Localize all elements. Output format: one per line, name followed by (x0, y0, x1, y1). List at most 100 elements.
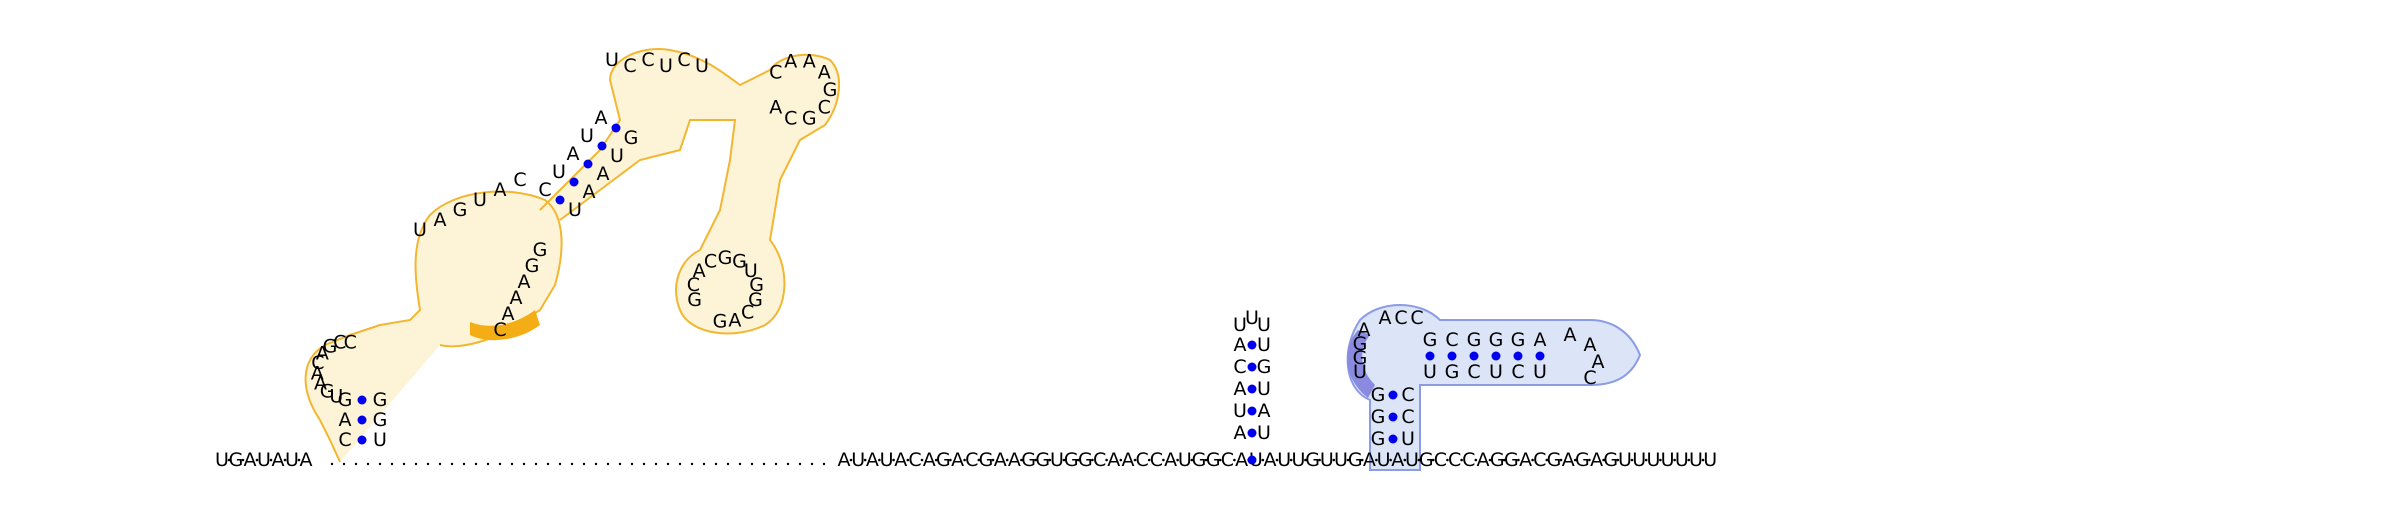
orange-loop-base: C (769, 61, 782, 83)
backbone-link (606, 462, 610, 466)
backbone-link (642, 462, 646, 466)
backbone-link (474, 462, 478, 466)
orange-helix-base: C (338, 429, 351, 451)
orange-loop-base: C (704, 250, 717, 272)
orange-loop-base: A (803, 50, 816, 72)
base-pair-dot (1247, 406, 1257, 416)
orange-loop-base: A (769, 97, 782, 119)
backbone-nucleotide: A (994, 449, 1007, 471)
backbone-link (798, 462, 802, 466)
blue-vertical-right-base: U (1401, 428, 1415, 450)
backbone-link (1233, 458, 1236, 462)
backbone-nucleotide: U (257, 449, 271, 471)
backbone-link (1616, 458, 1620, 462)
backbone-link (522, 462, 526, 466)
backbone-link (1531, 458, 1534, 462)
backbone-link (1389, 458, 1392, 462)
orange-loop-base: G (749, 274, 764, 296)
backbone-nucleotide: A (951, 449, 964, 471)
backbone-nucleotide: U (1661, 449, 1675, 471)
backbone-nucleotide: G (1348, 449, 1363, 471)
blue-stem-top-base: C (1445, 329, 1458, 351)
backbone-nucleotide: A (1122, 449, 1135, 471)
backbone-nucleotide: A (838, 449, 851, 471)
backbone-link (378, 462, 382, 466)
orange-loop-base: G (823, 79, 838, 101)
orange-loop-base: G (748, 289, 763, 311)
blue-loop-base: A (1564, 324, 1577, 346)
backbone-nucleotide: A (1391, 449, 1404, 471)
orange-helix-base: G (525, 255, 540, 277)
backbone-link (849, 458, 853, 462)
backbone-link (920, 458, 924, 462)
backbone-nucleotide: U (851, 449, 865, 471)
orange-loop-base: A (728, 309, 741, 331)
blue-stem-bottom-base: U (1423, 361, 1437, 383)
backbone-link (462, 462, 466, 466)
backbone-nucleotide: A (300, 449, 313, 471)
backbone-nucleotide: U (1178, 449, 1192, 471)
backbone-link (949, 458, 952, 462)
backbone-nucleotide: G (979, 449, 994, 471)
backbone-link (498, 462, 502, 466)
backbone-link (1332, 458, 1336, 462)
backbone-link (762, 462, 766, 466)
backbone-link (1289, 458, 1293, 462)
blue-stem-top-base: G (1423, 329, 1438, 351)
backbone-nucleotide: C (1150, 449, 1163, 471)
backbone-nucleotide: A (1562, 449, 1575, 471)
backbone-nucleotide: U (1618, 449, 1632, 471)
base-pair-dot (569, 177, 579, 187)
backbone-nucleotide: A (866, 449, 879, 471)
backbone-link (690, 462, 694, 466)
backbone-link (1020, 458, 1023, 462)
base-pair-dot (1513, 351, 1523, 361)
blue-highlight (1347, 330, 1375, 398)
backbone-nucleotide: A (894, 449, 907, 471)
orange-loop-base: G (802, 108, 817, 130)
orange-loop-base: G (323, 335, 338, 357)
backbone-link (1261, 458, 1265, 462)
hairpin-left-base: A (1234, 422, 1247, 444)
backbone-link (354, 462, 358, 466)
blue-stem-top-base: G (1467, 329, 1482, 351)
backbone-nucleotide: G (1603, 449, 1618, 471)
backbone-link (1517, 458, 1520, 462)
backbone-nucleotide: U (880, 449, 894, 471)
backbone-link (1474, 458, 1478, 462)
backbone-link (390, 462, 394, 466)
blue-stem-bottom-base: U (1489, 361, 1503, 383)
backbone-nucleotide: U (1703, 449, 1717, 471)
orange-helix-base: A (510, 287, 523, 309)
backbone-nucleotide: A (272, 449, 285, 471)
orange-helix-base: A (434, 209, 447, 231)
backbone-nucleotide: C (1434, 449, 1447, 471)
blue-stem-top-base: G (1511, 329, 1526, 351)
backbone-link (1460, 458, 1463, 462)
backbone-nucleotide: U (1277, 449, 1291, 471)
hairpin-left-base: A (1234, 378, 1247, 400)
hairpin-right-base: U (1257, 334, 1271, 356)
base-pair-dot (1247, 428, 1257, 438)
backbone-nucleotide: A (1008, 449, 1021, 471)
backbone-nucleotide: A (1477, 449, 1490, 471)
base-pair-dot (1535, 351, 1545, 361)
backbone-link (726, 462, 730, 466)
backbone-nucleotide: U (1646, 449, 1660, 471)
orange-helix-base: G (533, 239, 548, 261)
backbone-link (1559, 458, 1563, 462)
backbone-link (1204, 458, 1208, 462)
backbone-link (822, 462, 826, 466)
backbone-link (878, 458, 881, 462)
backbone-link (1659, 458, 1662, 462)
base-pair-dot (357, 415, 367, 425)
orange-helix-base: A (567, 143, 580, 165)
hairpin-right-base: A (1258, 400, 1271, 422)
blue-loop-base: A (1584, 334, 1597, 356)
orange-loop-base: C (623, 55, 636, 77)
backbone-link (1446, 458, 1449, 462)
backbone-link (1403, 458, 1407, 462)
backbone-nucleotide: U (1377, 449, 1391, 471)
backbone-nucleotide: G (1575, 449, 1590, 471)
